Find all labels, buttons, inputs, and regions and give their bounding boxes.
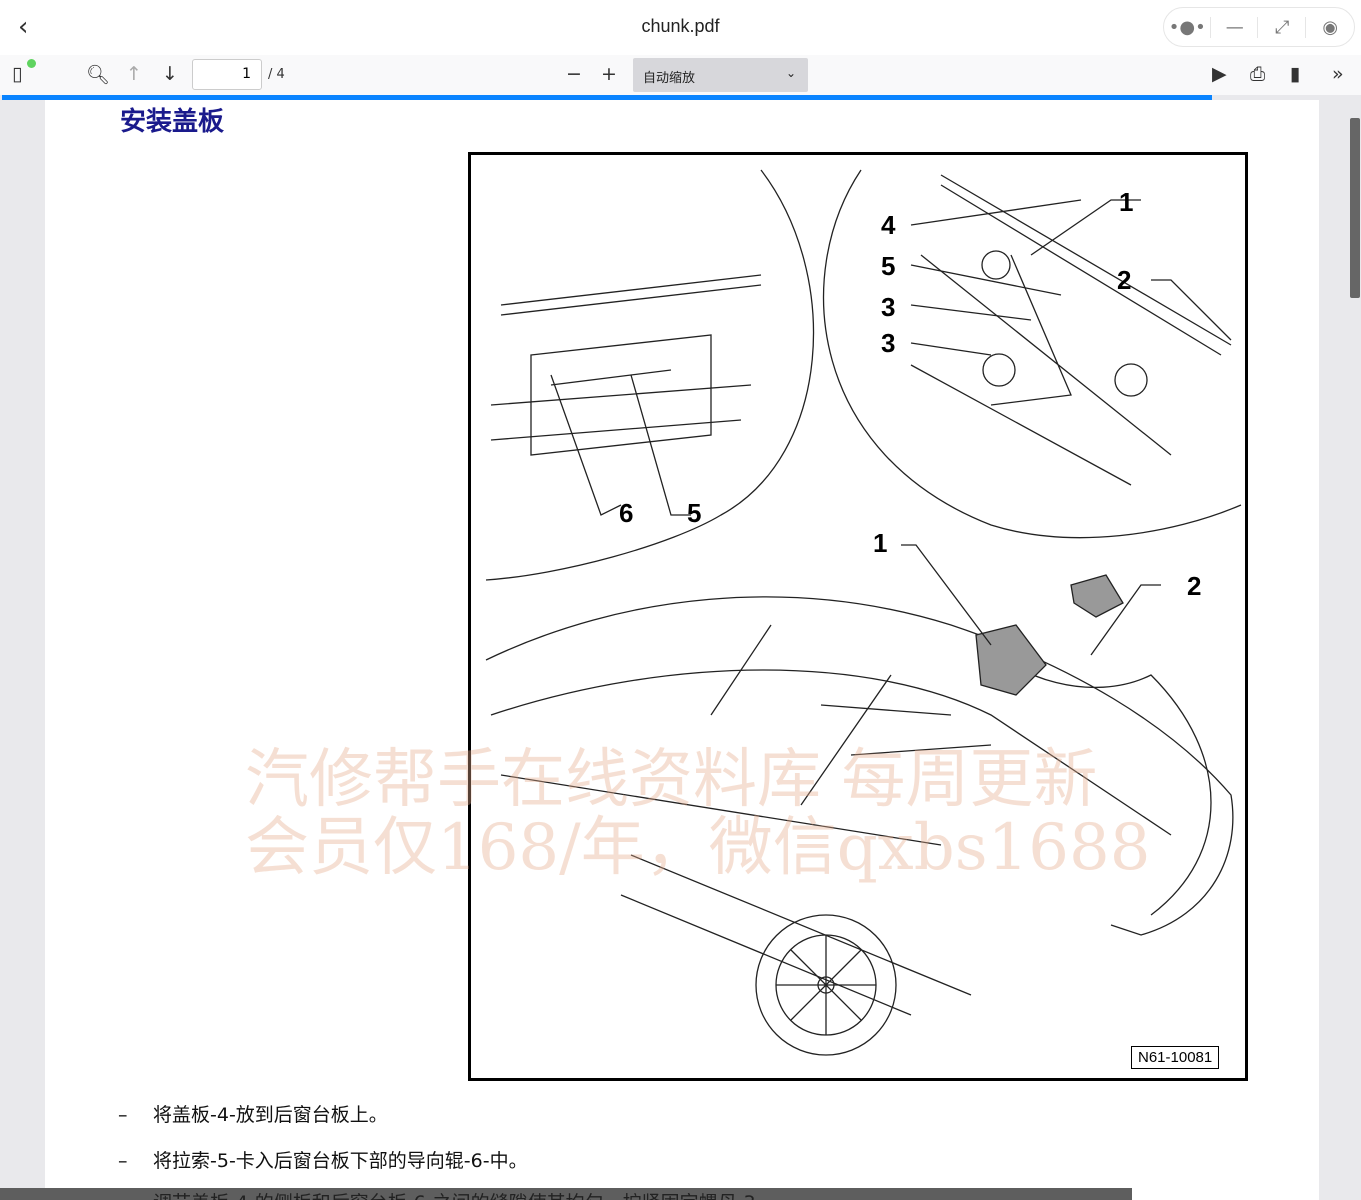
restore-icon[interactable]: ⤢	[1260, 16, 1306, 38]
section-heading: 安装盖板	[120, 107, 225, 137]
watermark-line: 会员仅168/年，微信qxbs1688	[245, 811, 1151, 885]
load-progress-bar	[2, 95, 1212, 100]
sidebar-toggle-button[interactable]: ▯	[12, 59, 36, 85]
scrollbar[interactable]	[1350, 118, 1360, 298]
zoom-in-button[interactable]: +	[601, 63, 617, 85]
callout-label: 3	[881, 328, 896, 358]
step-marker: –	[118, 1150, 128, 1172]
record-icon[interactable]: ◉	[1322, 16, 1339, 38]
page-count: / 4	[268, 67, 285, 82]
page-number-input[interactable]: 1	[192, 59, 262, 90]
more-tools-icon[interactable]: »	[1332, 63, 1344, 85]
pdf-toolbar: ▯ 🔍︎ ↑ ↓ 1 / 4 − + 自动缩放 ⌄ ▶ ⎙ ▮ »	[0, 55, 1361, 95]
step-text: 将拉索-5-卡入后窗台板下部的导向辊-6-中。	[153, 1150, 528, 1172]
callout-label: 4	[881, 210, 896, 240]
title-bar: ‹ chunk.pdf •●• — ⤢ ◉	[0, 0, 1361, 55]
search-icon[interactable]: 🔍︎	[86, 64, 111, 86]
zoom-value: 自动缩放	[643, 71, 696, 86]
callout-label: 1	[873, 528, 888, 558]
more-icon[interactable]: •●•	[1165, 16, 1211, 38]
step-item: – 将拉索-5-卡入后窗台板下部的导向辊-6-中。	[118, 1146, 528, 1173]
notification-dot	[27, 59, 36, 68]
print-icon[interactable]: ⎙	[1250, 63, 1266, 85]
callout-label: 1	[1119, 187, 1134, 217]
callout-label: 5	[881, 251, 896, 281]
previous-page-button[interactable]: ↑	[126, 63, 142, 85]
document-title: chunk.pdf	[641, 16, 720, 36]
zoom-out-button[interactable]: −	[566, 63, 582, 85]
zoom-select[interactable]: 自动缩放 ⌄	[633, 58, 808, 92]
figure-code: N61-10081	[1131, 1046, 1220, 1069]
callout-label: 3	[881, 292, 896, 322]
callout-label: 6	[619, 498, 634, 528]
callout-label: 5	[687, 498, 702, 528]
presentation-icon[interactable]: ▶	[1212, 63, 1227, 85]
mini-program-capsule: •●• — ⤢ ◉	[1163, 7, 1355, 47]
bottom-overlay-bar	[0, 1188, 1132, 1200]
step-text: 调节盖板-4-的侧板和后窗台板-6-之间的缝隙使其均匀，拧紧固定螺母-3	[153, 1190, 756, 1200]
diagram-figure: 4 1 2 5 3 3 6 5 1 2 N61-10081	[468, 152, 1248, 1081]
car-illustration	[485, 169, 1242, 1056]
step-marker: –	[118, 1104, 128, 1126]
bookmark-icon[interactable]: ▮	[1290, 63, 1301, 85]
callout-label: 2	[1187, 571, 1202, 601]
watermark-line: 汽修帮手在线资料库 每周更新	[245, 743, 1098, 817]
next-page-button[interactable]: ↓	[162, 63, 178, 85]
step-text: 将盖板-4-放到后窗台板上。	[153, 1104, 388, 1126]
minimize-icon[interactable]: —	[1212, 16, 1259, 38]
step-item: – 将盖板-4-放到后窗台板上。	[118, 1100, 388, 1127]
chevron-down-icon: ⌄	[785, 66, 796, 80]
back-button[interactable]: ‹	[18, 12, 29, 42]
callout-label: 2	[1117, 265, 1132, 295]
